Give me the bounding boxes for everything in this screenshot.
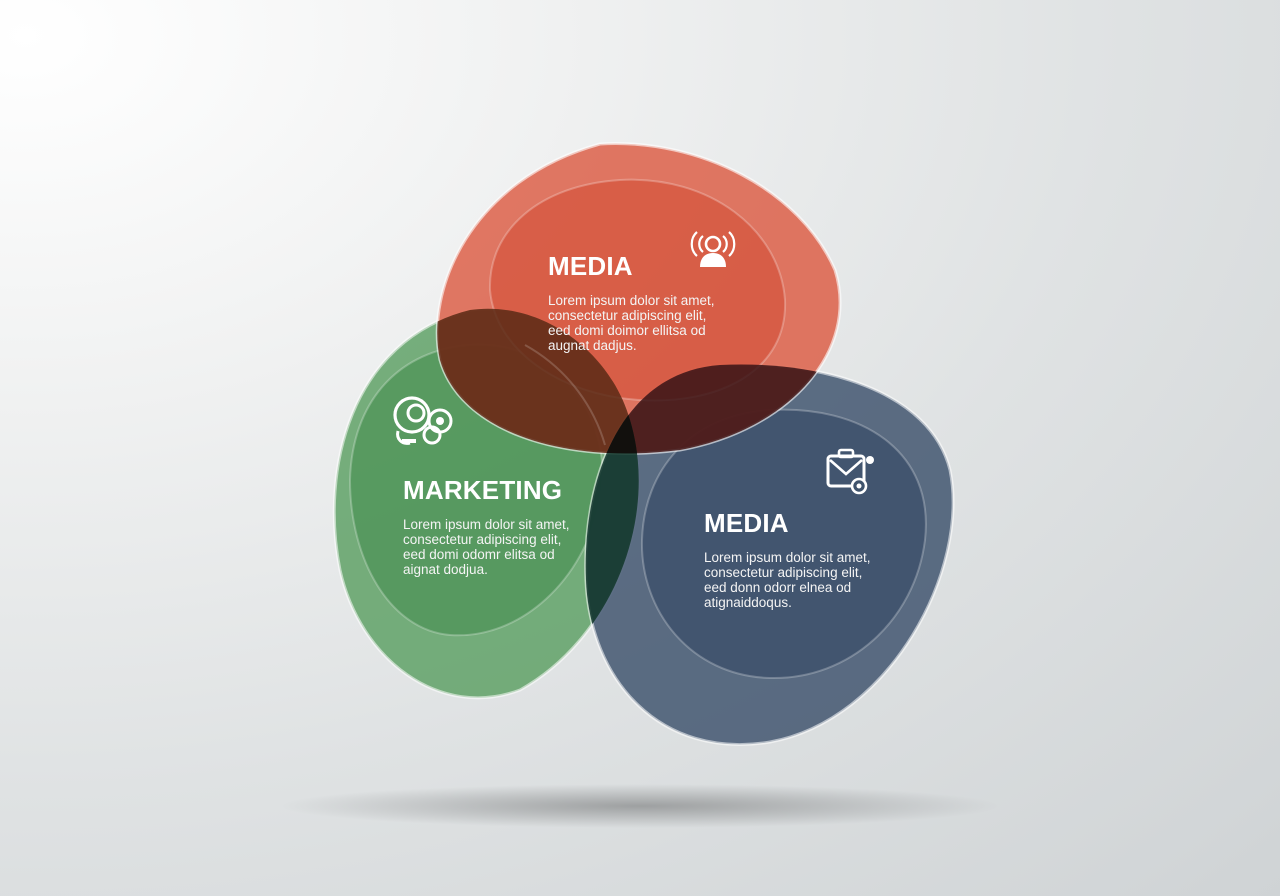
media-right-label: MEDIA Lorem ipsum dolor sit amet, consec… [704,510,894,610]
description-line: aignat dodjua. [403,562,488,577]
description-line: Lorem ipsum dolor sit amet, [704,550,871,565]
mail-briefcase-icon [826,448,874,495]
user-signal-icon [690,231,736,267]
description-line: augnat dadjus. [548,338,637,353]
circle-title: MEDIA [704,508,789,538]
circle-description: Lorem ipsum dolor sit amet, consectetur … [403,517,593,577]
overlap-highlight [524,344,606,446]
circle-description: Lorem ipsum dolor sit amet, consectetur … [704,550,894,610]
description-line: eed donn odorr elnea od [704,580,852,595]
description-line: Lorem ipsum dolor sit amet, [548,293,715,308]
description-line: atignaiddoqus. [704,595,792,610]
circle-description: Lorem ipsum dolor sit amet, consectetur … [548,293,738,353]
description-line: eed domi odomr elitsa od [403,547,555,562]
description-line: eed domi doimor ellitsa od [548,323,706,338]
description-line: consectetur adipiscing elit, [704,565,863,580]
description-line: consectetur adipiscing elit, [548,308,707,323]
circle-title: MEDIA [548,251,633,281]
media-top-label: MEDIA Lorem ipsum dolor sit amet, consec… [548,253,738,353]
gears-cycle-icon [393,396,453,445]
overlap-red-green [437,308,639,454]
circle-title: MARKETING [403,475,563,505]
floor-shadow [280,784,1000,828]
marketing-label: MARKETING Lorem ipsum dolor sit amet, co… [403,477,593,577]
description-line: Lorem ipsum dolor sit amet, [403,517,570,532]
description-line: consectetur adipiscing elit, [403,532,562,547]
